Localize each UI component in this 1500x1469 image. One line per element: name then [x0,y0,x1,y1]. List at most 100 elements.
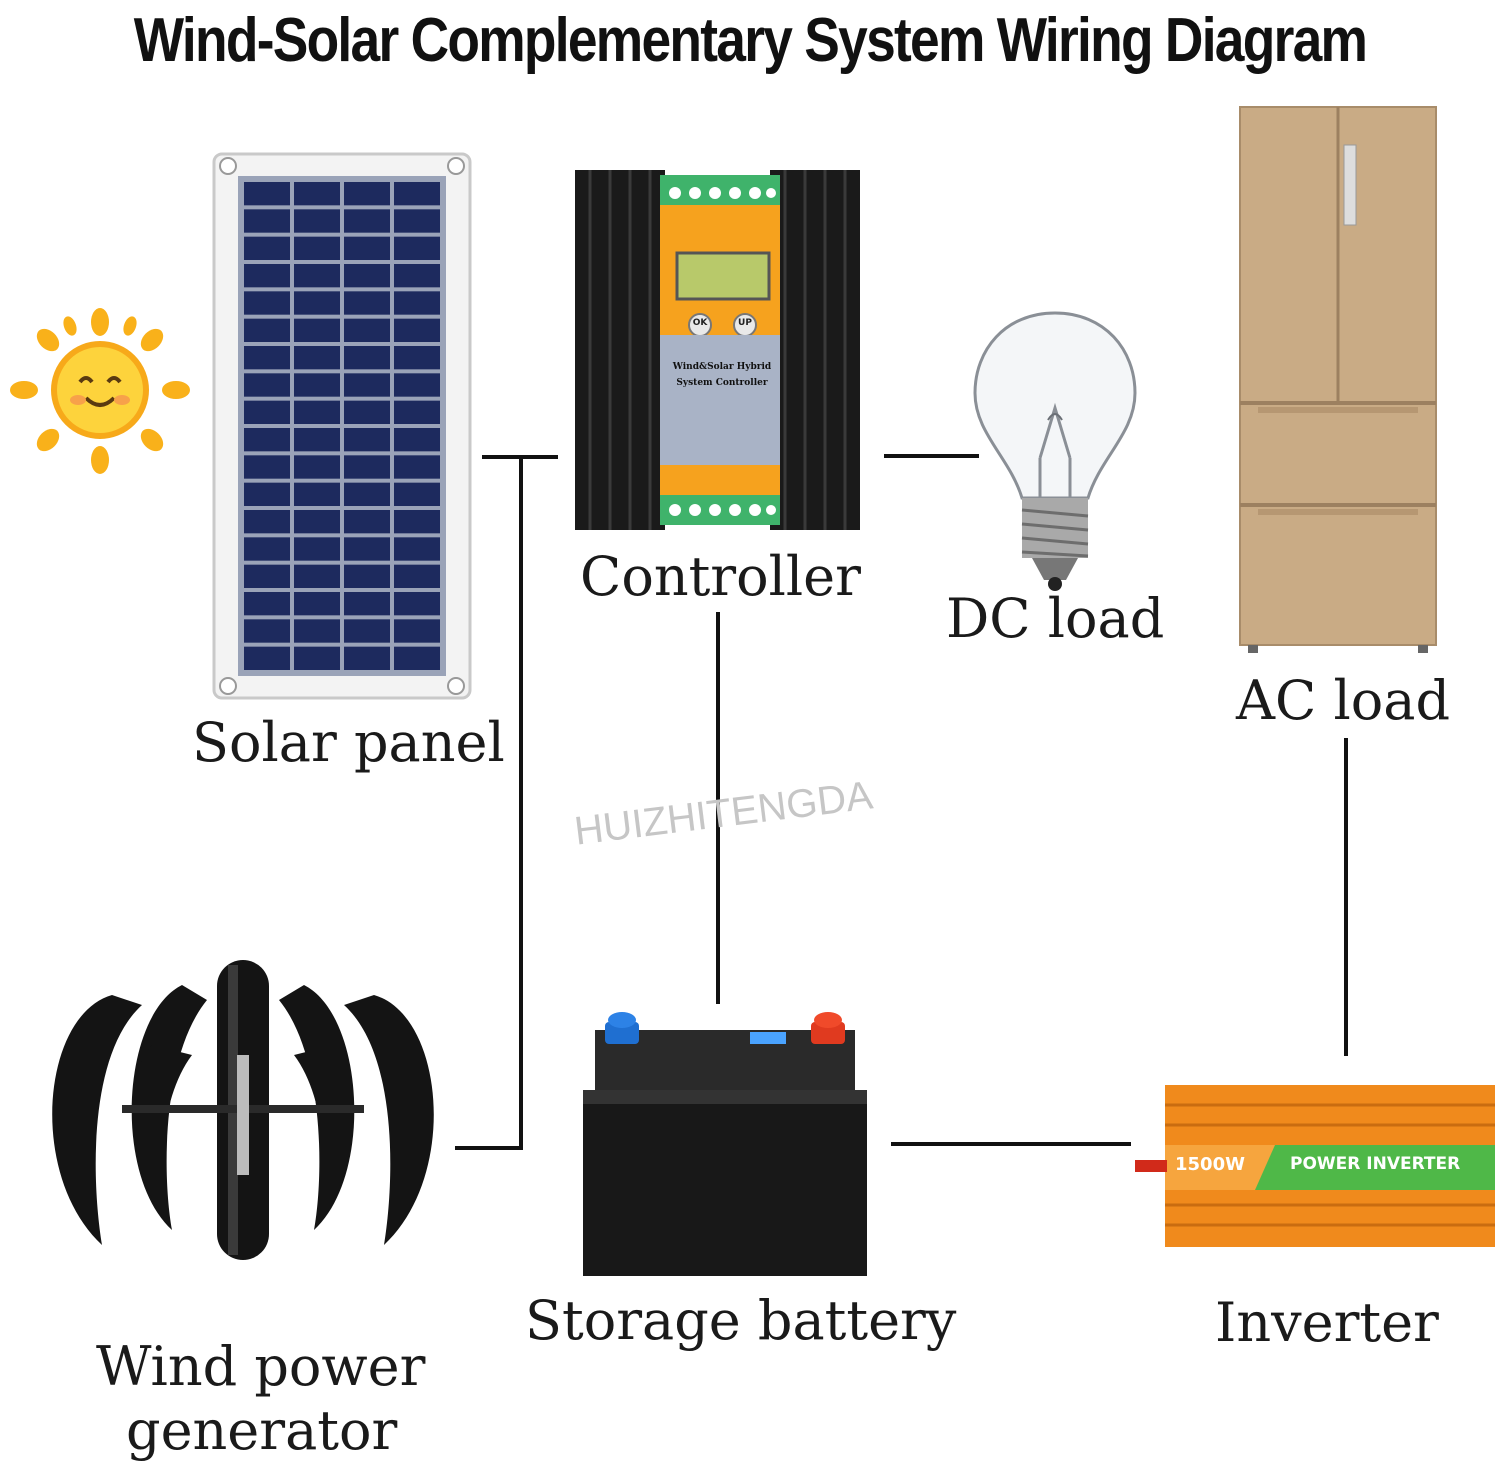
solar-cell [294,291,340,315]
solar-cell [294,482,340,506]
solar-cell [344,182,390,206]
controller-name-line1: Wind&Solar Hybrid [672,362,772,372]
battery-image [583,1012,867,1276]
controller-name-line2: System Controller [676,378,768,388]
solar-cell [394,537,440,561]
wind-turbine-image [52,960,434,1260]
solar-cell [394,264,440,288]
diagram-title: Wind-Solar Complementary System Wiring D… [133,5,1368,75]
solar-cell [394,592,440,616]
light-bulb-icon [973,311,1137,591]
solar-cell [394,182,440,206]
inverter-rating-label: 1500W [1175,1154,1245,1175]
solar-cell [394,209,440,233]
solar-cell [244,209,290,233]
solar-cell [394,428,440,452]
label-wind-generator-line1: Wind power [96,1335,426,1398]
solar-cell [344,537,390,561]
solar-cell [244,346,290,370]
solar-cell [244,291,290,315]
solar-cell [244,264,290,288]
label-dc-load: DC load [946,587,1165,650]
solar-cell [244,236,290,260]
solar-cell [394,400,440,424]
solar-cell [294,209,340,233]
controller-up-button-label: UP [738,318,752,328]
solar-cell [244,318,290,342]
wire-acload-inverter [1344,738,1348,1056]
solar-cell [294,455,340,479]
label-storage-battery: Storage battery [525,1289,957,1352]
solar-cell [294,619,340,643]
solar-cell [344,400,390,424]
solar-cell [394,646,440,670]
solar-cell [394,455,440,479]
solar-cell [344,510,390,534]
solar-cell [294,564,340,588]
solar-cell [344,291,390,315]
label-inverter: Inverter [1215,1291,1439,1354]
wire-battery-inverter [891,1142,1131,1146]
solar-cell [294,373,340,397]
solar-cell [244,592,290,616]
wire-wind-horizontal [455,1146,523,1150]
solar-cell [294,182,340,206]
solar-cell [244,537,290,561]
solar-cell [294,236,340,260]
solar-cell [244,510,290,534]
solar-cell [294,592,340,616]
sun-icon [10,308,190,474]
solar-cell [344,264,390,288]
label-ac-load: AC load [1236,669,1451,732]
solar-cell [294,400,340,424]
solar-cell [344,564,390,588]
solar-cell [244,400,290,424]
solar-cell [344,236,390,260]
solar-cell [244,564,290,588]
solar-cell [394,346,440,370]
solar-cell [294,346,340,370]
solar-cell [294,264,340,288]
solar-cell [394,510,440,534]
wire-solar-wind-vertical [519,455,523,1150]
solar-cell [344,209,390,233]
label-controller: Controller [580,545,861,608]
solar-cell [294,537,340,561]
solar-cell [394,482,440,506]
solar-cell [344,455,390,479]
watermark-text: HUIZHITENGDA [572,773,876,854]
solar-cell [344,619,390,643]
wire-controller-battery [716,612,720,1004]
solar-cell [244,482,290,506]
solar-cell [244,428,290,452]
solar-cell [244,455,290,479]
label-wind-generator-line2: generator [126,1399,398,1462]
solar-cell [394,318,440,342]
solar-cell [344,482,390,506]
inverter-image [1135,1085,1495,1247]
solar-cell [244,619,290,643]
controller-ok-button-label: OK [692,318,708,328]
solar-cell [344,592,390,616]
solar-cell [344,373,390,397]
solar-cell [294,428,340,452]
label-solar-panel: Solar panel [192,711,505,774]
solar-cell [394,291,440,315]
solar-cell [294,318,340,342]
controller-image [575,170,860,530]
solar-cell [344,346,390,370]
refrigerator-image [1239,106,1437,653]
solar-cell [244,373,290,397]
wire-controller-dcload [884,454,979,458]
solar-cell [344,646,390,670]
solar-panel-image [212,152,472,700]
inverter-name-label: POWER INVERTER [1290,1154,1461,1174]
solar-cell [394,619,440,643]
solar-cell [344,318,390,342]
solar-cell [394,564,440,588]
solar-cell [394,236,440,260]
solar-cell [394,373,440,397]
solar-cell [294,510,340,534]
solar-cell [344,428,390,452]
solar-cell [294,646,340,670]
